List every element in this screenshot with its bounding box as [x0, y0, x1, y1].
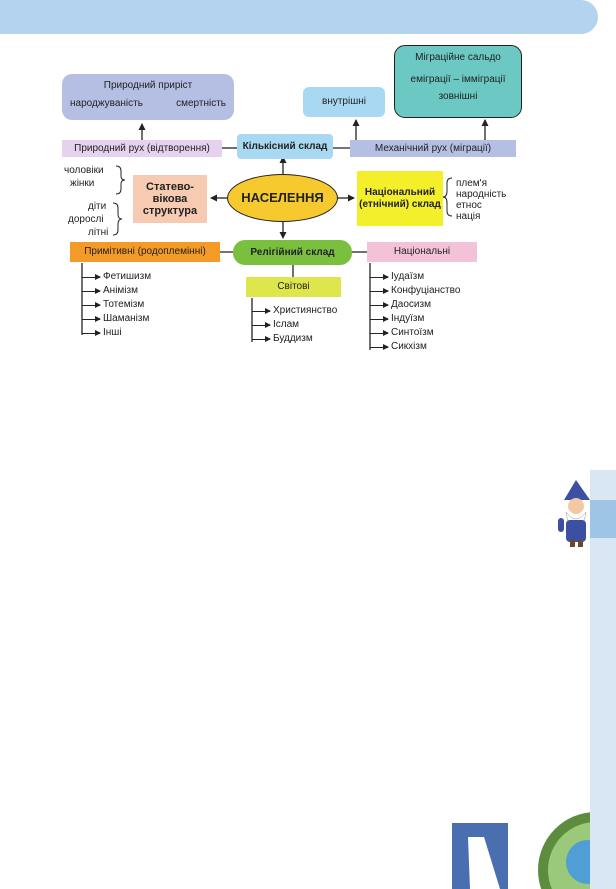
list-item: Сикхізм	[370, 340, 460, 354]
primitive-religions-list: Фетишизм Анімізм Тотемізм Шаманізм Інші	[82, 270, 151, 340]
sex-group-men: чоловіки	[64, 165, 104, 177]
internal-migration-box: внутрішні	[303, 87, 385, 117]
list-item: Конфуціанство	[370, 284, 460, 298]
sex-age-label: Статево-вікова структура	[133, 181, 207, 217]
national-box: Національний (етнічний) склад	[357, 171, 443, 226]
list-item: Анімізм	[82, 284, 151, 298]
age-group-adults: дорослі	[68, 214, 104, 226]
list-item: Фетишизм	[82, 270, 151, 284]
list-item: Інші	[82, 326, 151, 340]
list-item: Даосизм	[370, 298, 460, 312]
world-religions-list: Християнство Іслам Буддизм	[252, 304, 337, 346]
primitive-religions-box: Примітивні (родоплемінні)	[70, 242, 220, 262]
world-religions-label: Світові	[277, 281, 309, 293]
list-item: Іудаїзм	[370, 270, 460, 284]
world-religions-box: Світові	[246, 277, 341, 297]
list-item: Іслам	[252, 318, 337, 332]
birth-rate-label: народжуваність	[70, 98, 143, 110]
wizard-mascot-icon	[552, 478, 600, 548]
mechanical-movement-box: Механічний рух (міграції)	[350, 140, 516, 157]
quantitative-box: Кількісний склад	[237, 134, 333, 159]
migration-balance-box: Міграційне сальдо еміграції – імміграції…	[394, 45, 522, 118]
age-group-children: діти	[88, 201, 106, 213]
list-item: Шаманізм	[82, 312, 151, 326]
death-rate-label: смертність	[176, 98, 226, 110]
migration-balance-title: Міграційне сальдо	[415, 52, 501, 64]
quantitative-label: Кількісний склад	[243, 141, 328, 153]
primitive-religions-label: Примітивні (родоплемінні)	[84, 246, 206, 258]
national-religions-label: Національні	[394, 246, 450, 258]
mechanical-movement-label: Механічний рух (міграції)	[375, 143, 491, 155]
religious-label: Релігійний склад	[250, 247, 334, 259]
internal-migration-label: внутрішні	[322, 96, 366, 108]
center-label: НАСЕЛЕННЯ	[241, 192, 323, 204]
ethnic-nation: нація	[456, 211, 480, 223]
center-ellipse: НАСЕЛЕННЯ	[227, 174, 338, 222]
list-item: Християнство	[252, 304, 337, 318]
external-migration-label: зовнішні	[439, 91, 478, 103]
list-item: Синтоїзм	[370, 326, 460, 340]
list-item: Буддизм	[252, 332, 337, 346]
natural-movement-label: Природний рух (відтворення)	[74, 143, 210, 155]
national-religions-list: Іудаїзм Конфуціанство Даосизм Індуїзм Си…	[370, 270, 460, 354]
natural-increase-title: Природний приріст	[104, 80, 192, 92]
sex-group-women: жінки	[70, 178, 94, 190]
migration-formula: еміграції – імміграції	[411, 74, 506, 86]
list-item: Тотемізм	[82, 298, 151, 312]
natural-movement-box: Природний рух (відтворення)	[62, 140, 222, 157]
natural-increase-box: Природний приріст народжуваність смертні…	[62, 74, 234, 120]
national-label: Національний (етнічний) склад	[357, 187, 443, 211]
religious-box: Релігійний склад	[233, 240, 352, 265]
age-group-elderly: літні	[88, 227, 108, 239]
national-religions-box: Національні	[367, 242, 477, 262]
sex-age-box: Статево-вікова структура	[133, 175, 207, 223]
list-item: Індуїзм	[370, 312, 460, 326]
